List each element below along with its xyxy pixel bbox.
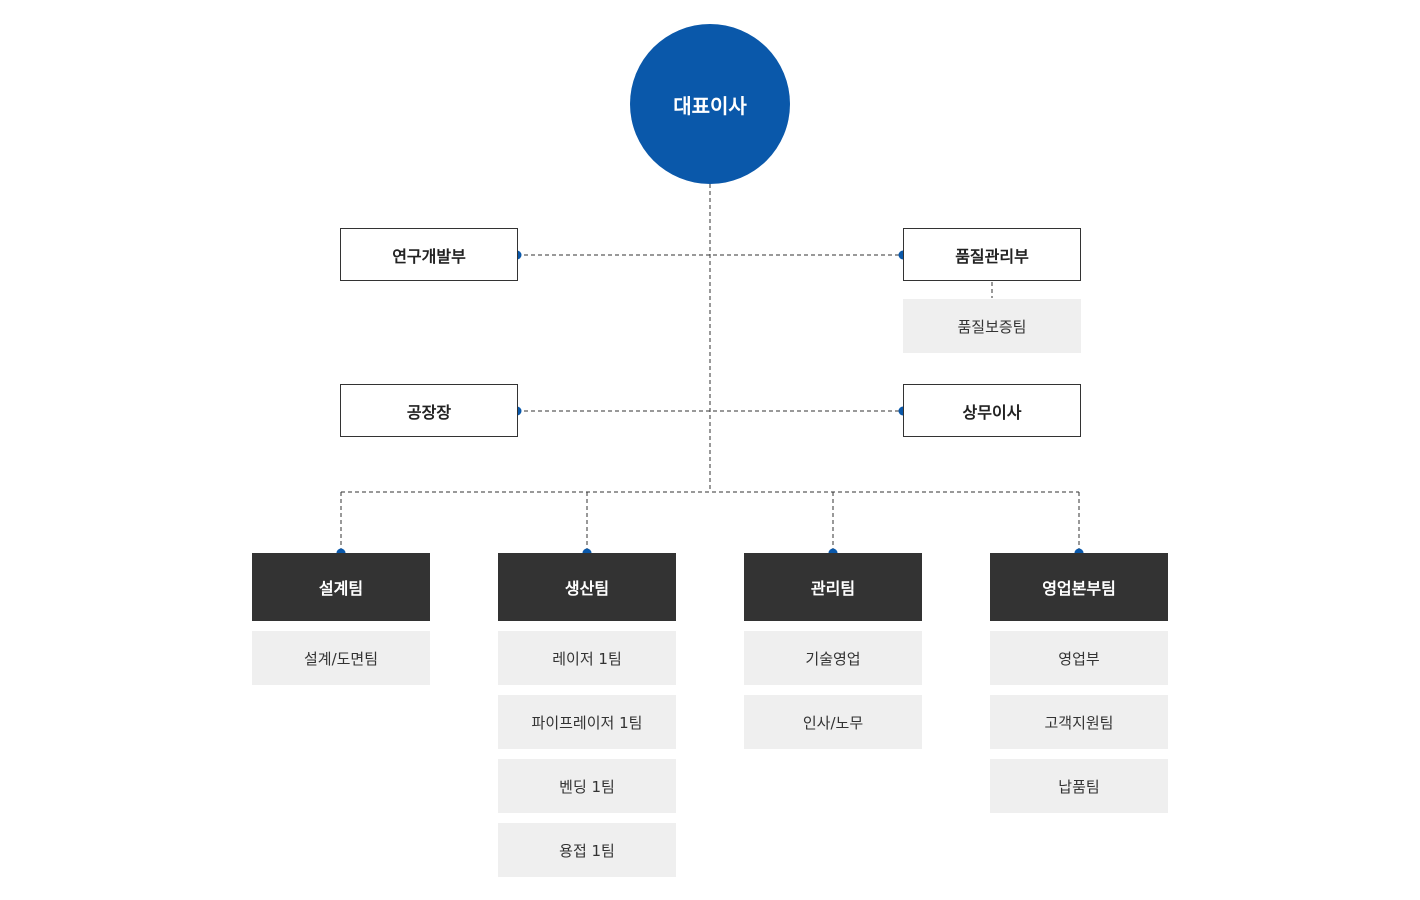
team-production: 생산팀: [498, 553, 676, 621]
division-quality: 품질관리부: [903, 228, 1081, 281]
sub-team: 설계/도면팀: [252, 631, 430, 685]
team-sales-label: 영업본부팀: [1042, 579, 1116, 598]
sub-team-label: 기술영업: [805, 649, 861, 668]
team-production-label: 생산팀: [564, 579, 610, 598]
sub-team-label: 납품팀: [1058, 777, 1100, 796]
sub-team: 납품팀: [990, 759, 1168, 813]
sub-team-label: 인사/노무: [802, 713, 864, 732]
sub-team: 벤딩 1팀: [498, 759, 676, 813]
sub-team: 기술영업: [744, 631, 922, 685]
ceo-node: 대표이사: [630, 24, 790, 184]
sub-team: 고객지원팀: [990, 695, 1168, 749]
sub-team: 레이저 1팀: [498, 631, 676, 685]
sub-team: 영업부: [990, 631, 1168, 685]
sub-team-label: 벤딩 1팀: [559, 777, 615, 796]
division-factory: 공장장: [340, 384, 518, 437]
team-sales: 영업본부팀: [990, 553, 1168, 621]
ceo-label: 대표이사: [673, 93, 747, 118]
sub-team: 인사/노무: [744, 695, 922, 749]
division-rnd-label: 연구개발부: [392, 246, 466, 266]
sub-team-label: 설계/도면팀: [303, 649, 379, 668]
sub-team: 파이프레이저 1팀: [498, 695, 676, 749]
sub-team-label: 고객지원팀: [1044, 713, 1114, 732]
sub-team: 용접 1팀: [498, 823, 676, 877]
team-management: 관리팀: [744, 553, 922, 621]
sub-team-label: 파이프레이저 1팀: [531, 713, 643, 732]
sub-team-label: 용접 1팀: [559, 841, 615, 860]
sub-quality-assurance: 품질보증팀: [903, 299, 1081, 353]
sub-team-label: 레이저 1팀: [552, 649, 622, 668]
division-managing-director: 상무이사: [903, 384, 1081, 437]
team-design-label: 설계팀: [318, 579, 364, 598]
division-factory-label: 공장장: [406, 402, 452, 422]
team-design: 설계팀: [252, 553, 430, 621]
sub-team-label: 영업부: [1058, 649, 1100, 668]
division-rnd: 연구개발부: [340, 228, 518, 281]
division-quality-label: 품질관리부: [955, 246, 1029, 266]
sub-quality-assurance-label: 품질보증팀: [957, 317, 1027, 336]
division-managing-director-label: 상무이사: [962, 402, 1022, 422]
team-management-label: 관리팀: [810, 579, 856, 598]
